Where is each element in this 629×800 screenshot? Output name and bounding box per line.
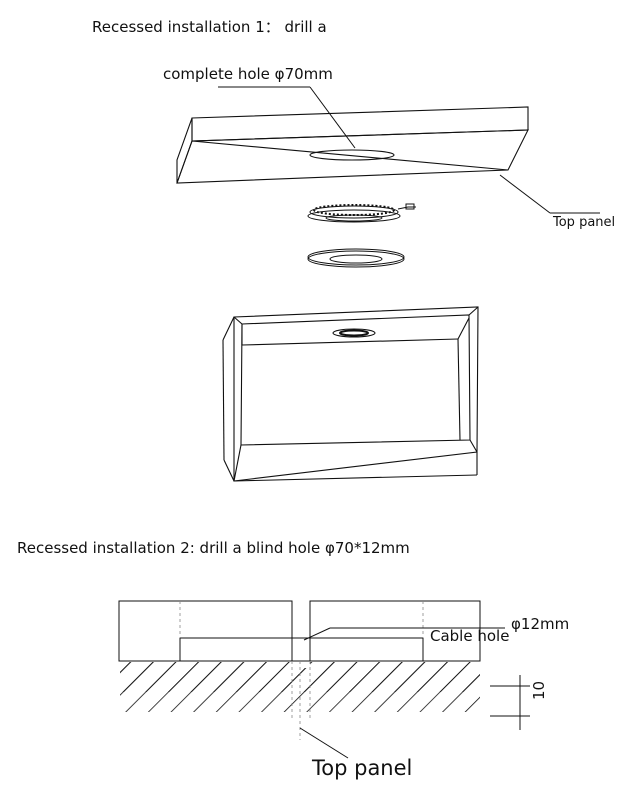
hole-diameter-label: complete hole φ70mm [163, 65, 333, 83]
cable-hole-leader-line [303, 627, 505, 641]
cross-section [118, 600, 481, 740]
cabinet-box [222, 306, 479, 482]
top-panel-large-leader-line [299, 727, 349, 759]
cable-hole-diameter-label: φ12mm [511, 615, 570, 633]
cable-hole-label: Cable hole [430, 627, 510, 645]
trim-ring [307, 248, 405, 268]
top-panel-board [176, 106, 529, 184]
top-panel-label-large: Top panel [312, 756, 413, 780]
light-module [307, 203, 416, 223]
dimension-10-marker [490, 675, 530, 730]
installation-1-title: Recessed installation 1： drill a [92, 18, 327, 36]
top-panel-leader-line [499, 174, 600, 214]
depth-dimension-label: 10 [530, 680, 548, 700]
top-panel-label-small: Top panel [553, 215, 616, 230]
installation-2-title: Recessed installation 2: drill a blind h… [17, 539, 410, 557]
hole-leader-line [218, 86, 356, 149]
